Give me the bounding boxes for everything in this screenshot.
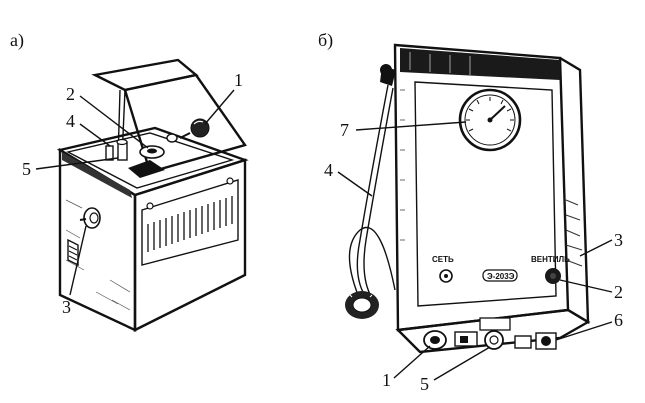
svg-text:1: 1 [382, 370, 391, 390]
panel-a: а) [10, 30, 249, 332]
panel-a-tag: а) [10, 30, 24, 51]
svg-text:1: 1 [234, 70, 243, 90]
callout-b-2: 2 [559, 279, 623, 302]
panel-b-tag: б) [318, 30, 333, 51]
callout-a-2: 2 [66, 84, 149, 149]
svg-text:5: 5 [22, 159, 31, 179]
callout-b-1: 1 [382, 345, 431, 390]
callout-b-5: 5 [420, 346, 491, 394]
svg-text:3: 3 [62, 297, 71, 317]
callout-b-3: 3 [579, 230, 623, 257]
svg-text:3: 3 [614, 230, 623, 250]
device-a-drawing [56, 58, 249, 332]
callout-a-1: 1 [204, 70, 243, 125]
device-b-drawing: СЕТЬ Э-203Э ВЕНТИЛЬ [345, 43, 591, 354]
model-label: Э-203Э [487, 272, 515, 281]
svg-text:6: 6 [614, 310, 623, 330]
panel-b: б) [318, 30, 623, 394]
svg-text:2: 2 [66, 84, 75, 104]
svg-text:2: 2 [614, 282, 623, 302]
callout-a-5: 5 [22, 157, 119, 179]
callout-a-3: 3 [62, 225, 87, 317]
callout-b-4: 4 [324, 160, 373, 197]
svg-text:5: 5 [420, 374, 429, 394]
svg-text:7: 7 [340, 120, 349, 140]
callout-b-7: 7 [340, 120, 467, 140]
callout-a-4: 4 [66, 111, 111, 147]
power-label: СЕТЬ [432, 255, 454, 264]
callout-b-6: 6 [555, 310, 623, 341]
valve-label: ВЕНТИЛЬ [531, 255, 570, 264]
svg-text:4: 4 [66, 111, 75, 131]
svg-text:4: 4 [324, 160, 333, 180]
